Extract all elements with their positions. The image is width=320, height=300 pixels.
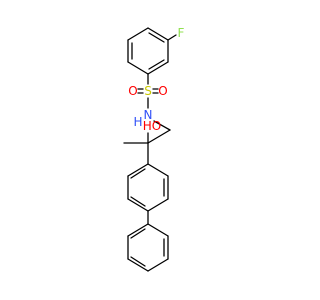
bond [147,61,169,75]
bond-inner [130,196,146,207]
bond-inner [130,228,146,239]
bond-layer [123,27,177,272]
atom-label-oh: HO [143,119,161,133]
bond-inner [130,168,146,179]
atom-label-o1: O [128,84,137,98]
atom-label-h: H [133,115,142,129]
atom-label-layer: F S O O N H HO [128,26,184,133]
bond [127,61,149,75]
bond [127,198,149,212]
atom-label-o2: O [158,84,167,98]
bond-inner [130,256,146,267]
bond [127,223,149,237]
bond [147,129,171,144]
bond [127,163,149,177]
bond [147,223,169,237]
structure-svg: F S O O N H HO [123,26,185,272]
bond [147,258,169,272]
bond [167,34,177,41]
bond-inner [148,59,165,70]
atom-label-s: S [144,84,152,98]
bond [127,258,149,272]
atom-label-n: N [144,108,153,122]
atom-label-f: F [178,26,185,40]
bond [127,27,149,41]
molecule-diagram: F S O O N H HO [123,26,185,272]
bond [153,120,171,131]
bond-inner [148,32,165,43]
bond [147,163,169,177]
bond [147,198,169,212]
bond [147,27,169,41]
